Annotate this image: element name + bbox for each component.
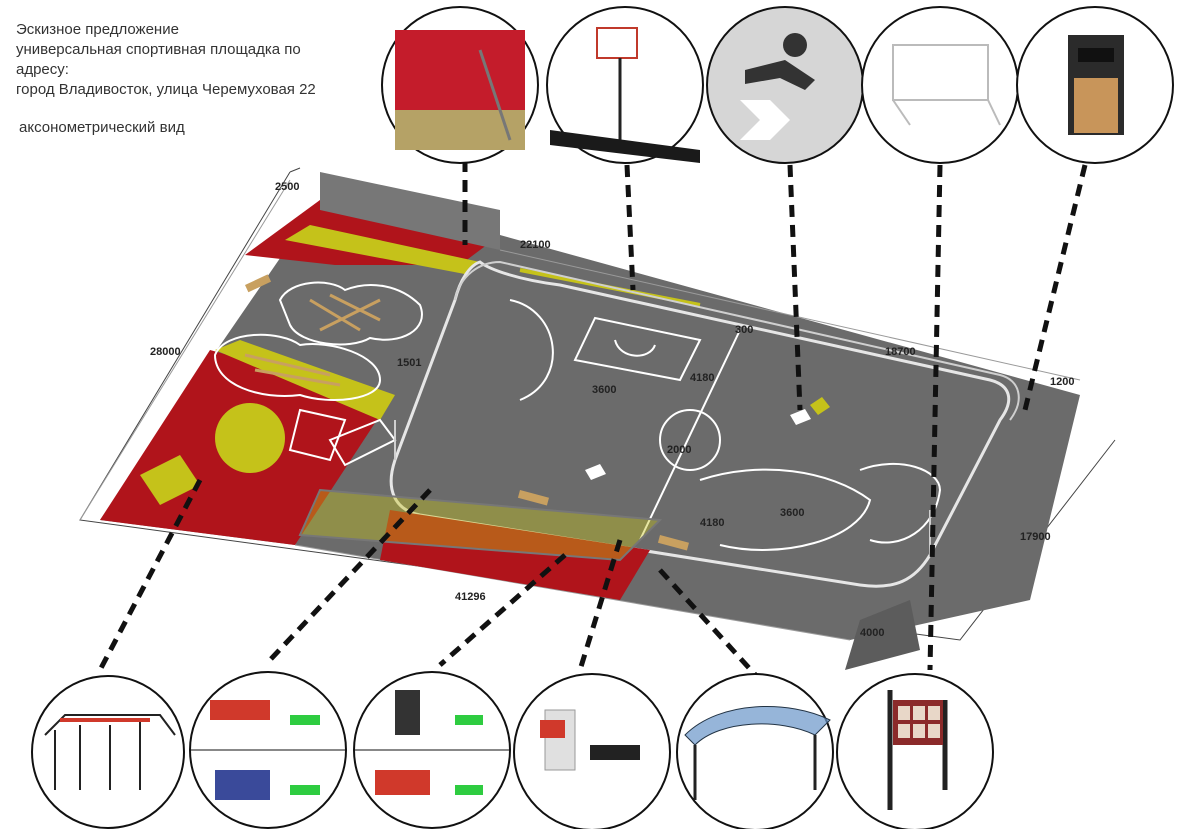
callout-canopy xyxy=(676,673,834,829)
dim-28000: 28000 xyxy=(150,346,181,358)
callout-climbing-wall xyxy=(381,6,539,164)
football-goal-icon xyxy=(892,44,1001,126)
court-logo-marks xyxy=(585,409,811,480)
callout-chest-press xyxy=(513,673,671,829)
callout-leg-press xyxy=(189,671,347,829)
callout-rowing xyxy=(353,671,511,829)
yellow-arrow-logo xyxy=(140,455,200,505)
title-line-1: Эскизное предложение xyxy=(16,21,179,38)
top-leaders xyxy=(462,160,1088,671)
gym-canopy xyxy=(298,488,663,562)
rowing-machine-icon xyxy=(375,690,483,795)
workout-equipment xyxy=(244,293,381,387)
workout-frame-icon xyxy=(44,714,176,790)
title-line-4: город Владивосток, улица Черемуховая 22 xyxy=(16,81,316,98)
dim-3600-a: 3600 xyxy=(592,384,616,396)
title-line-2: универсальная спортивная площадка по xyxy=(16,41,301,58)
entrance-path xyxy=(845,600,920,670)
dim-4000: 4000 xyxy=(860,627,884,639)
dim-4180-a: 4180 xyxy=(690,372,714,384)
dim-41296: 41296 xyxy=(455,591,486,603)
dim-2000: 2000 xyxy=(667,444,691,456)
dim-18700: 18700 xyxy=(885,346,916,358)
leg-press-machine-icon xyxy=(210,700,320,800)
canopy-icon xyxy=(684,706,831,800)
callout-info-board xyxy=(836,673,994,829)
chest-press-machine-icon xyxy=(540,709,640,771)
info-board-icon xyxy=(887,690,948,810)
dim-1200: 1200 xyxy=(1050,376,1074,388)
court-logo-yellow xyxy=(810,397,830,415)
dim-300: 300 xyxy=(735,324,753,336)
dim-22100: 22100 xyxy=(520,239,551,251)
trash-bin-icon xyxy=(1068,35,1124,135)
red-zone-top xyxy=(245,200,500,265)
callout-workout-frame xyxy=(31,675,185,829)
climbing-wall xyxy=(320,172,500,250)
title-block: Эскизное предложение универсальная спорт… xyxy=(16,20,376,138)
yellow-band-2 xyxy=(285,225,480,275)
view-label: аксонометрический вид xyxy=(19,119,185,136)
dim-1501: 1501 xyxy=(397,357,421,369)
climbing-wall-icon xyxy=(395,30,525,150)
bottom-leaders xyxy=(97,478,762,682)
benches xyxy=(244,274,689,551)
title-line-3: адресу: xyxy=(16,61,69,78)
dim-2500: 2500 xyxy=(275,181,299,193)
runner-logo-icon xyxy=(740,33,815,140)
callout-goal xyxy=(861,6,1019,164)
dim-3600-b: 3600 xyxy=(780,507,804,519)
basketball-hoop-icon xyxy=(550,27,700,163)
callout-bin xyxy=(1016,6,1174,164)
callout-logo xyxy=(706,6,864,164)
dim-4180-b: 4180 xyxy=(700,517,724,529)
gym-red-zone xyxy=(380,510,650,600)
dim-17900: 17900 xyxy=(1020,531,1051,543)
callout-basketball xyxy=(546,6,704,164)
yellow-circle xyxy=(215,403,285,473)
court-markings xyxy=(509,299,942,551)
